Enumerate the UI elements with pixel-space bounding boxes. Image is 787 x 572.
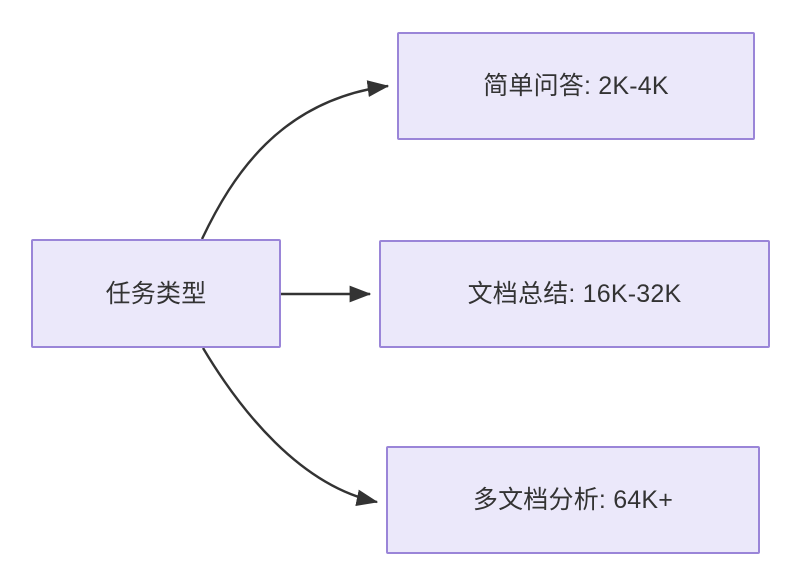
node-doc-sum-label: 文档总结: 16K-32K [467, 280, 682, 308]
node-root-label: 任务类型 [105, 279, 207, 308]
node-multi-doc-label: 多文档分析: 64K+ [472, 486, 674, 514]
edge-root-to-simple-qa [200, 80, 390, 240]
edge-root-to-multi-doc [201, 347, 379, 507]
node-simple-qa-label: 简单问答: 2K-4K [483, 72, 669, 100]
node-doc-sum[interactable]: 文档总结: 16K-32K [379, 240, 770, 348]
node-simple-qa[interactable]: 简单问答: 2K-4K [397, 32, 755, 140]
node-multi-doc[interactable]: 多文档分析: 64K+ [386, 446, 760, 554]
node-root[interactable]: 任务类型 [31, 239, 281, 348]
